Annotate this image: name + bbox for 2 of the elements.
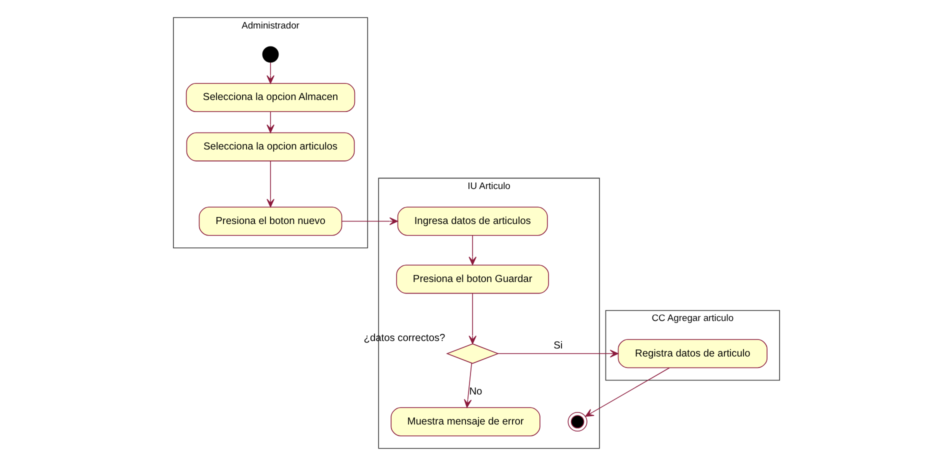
edge-label: No: [468, 386, 482, 398]
edge-label: Si: [553, 340, 562, 352]
